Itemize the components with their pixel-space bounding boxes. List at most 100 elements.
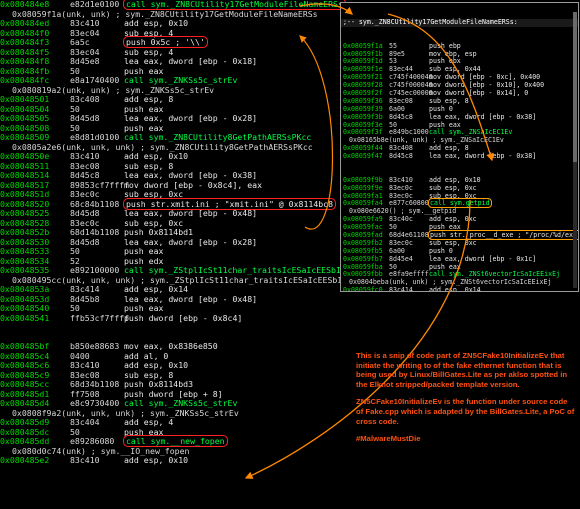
instruction-text[interactable]: sub esp, 4 [124,46,174,57]
instruction-text[interactable]: call sym._ZN8CUtility8GetPathAERSsPKcc [124,132,312,142]
instruction-address[interactable]: 0x08059f9e [343,183,383,192]
instruction-address[interactable]: 0x08059f9b [343,175,383,184]
instruction-text[interactable]: add esp, 0x10 [124,151,189,161]
xref-comment[interactable]: 0x0808f9a2(unk, unk, unk) ; sym._ZNKSs5c… [12,407,239,418]
popup-scrollbar[interactable] [573,12,577,288]
instruction-address[interactable]: 0x08048525 [0,208,50,218]
instruction-address[interactable]: 0x080484f8 [0,56,50,66]
highlighted-instruction[interactable]: push str._proc__d_exe ; "/proc/%d/exe" [428,230,578,240]
instruction-text[interactable]: push eax [124,122,164,133]
xref-comment[interactable]: 0x080e6620() ; sym.__getpid [349,207,457,216]
instruction-address[interactable]: 0x080484e8 [0,0,50,9]
instruction-address[interactable]: 0x080485e2 [0,455,50,465]
instruction-address[interactable]: 0x080485c4 [0,350,50,361]
instruction-text[interactable]: call sym._ZNKSs5c_strEv [124,75,238,85]
instruction-address[interactable]: 0x08059fa1 [343,191,383,200]
xref-comment[interactable]: 0x0804beba(unk, unk) ; sym._ZNSt6vectorI… [349,278,552,287]
instruction-text[interactable]: sub esp, 0xc [429,191,477,200]
instruction-address[interactable]: 0x08048509 [0,132,50,142]
instruction-address[interactable]: 0x080484f0 [0,27,50,38]
xref-comment[interactable]: 0x08165b8e(unk, unk) ; sym._ZNSaIcEC1Ev [349,136,504,145]
instruction-address[interactable]: 0x08048541 [0,312,50,323]
highlighted-instruction[interactable]: push 0x5c ; '\\' [123,36,208,48]
instruction-text[interactable]: add esp, 0x10 [124,18,189,28]
instruction-address[interactable]: 0x08048540 [0,303,50,313]
instruction-address[interactable]: 0x0804853d [0,293,50,304]
instruction-address[interactable]: 0x0804851d [0,189,50,199]
instruction-text[interactable]: lea eax, dword [ebp - 0x38] [124,170,258,180]
instruction-address[interactable]: 0x08048530 [0,236,50,247]
instruction-text[interactable]: sub esp, 0xc [429,238,477,247]
instruction-address[interactable]: 0x080485cc [0,379,50,389]
instruction-address[interactable]: 0x080485bf [0,341,50,351]
instruction-text[interactable]: sub esp, 4 [124,27,174,38]
instruction-text[interactable]: push eax [124,303,164,313]
instruction-text[interactable]: push ebx [429,57,461,66]
instruction-address[interactable]: 0x0804853a [0,284,50,294]
instruction-text[interactable]: mov dword [ebp - 0x14], 0 [429,88,529,97]
instruction-address[interactable]: 0x08059f2f [343,88,383,97]
instruction-address[interactable]: 0x08048517 [0,179,50,190]
instruction-address[interactable]: 0x08059f1b [343,49,383,58]
instruction-address[interactable]: 0x08048508 [0,122,50,133]
instruction-text[interactable]: mov dword [ebp - 0xc], 0x400 [429,73,541,82]
instruction-address[interactable]: 0x08059f3e [343,120,383,129]
instruction-text[interactable]: add esp, 0x14 [124,284,189,294]
instruction-text[interactable]: sub esp, 0xc [429,183,477,192]
instruction-text[interactable]: push dword [ebp + 8] [124,388,223,399]
instruction-text[interactable]: add al, 0 [124,350,169,361]
instruction-address[interactable]: 0x08048520 [0,198,50,209]
instruction-text[interactable]: sub esp, 8 [124,369,174,380]
instruction-text[interactable]: add esp, 0x10 [429,175,481,184]
instruction-text[interactable]: mov eax, 0x8386e850 [124,341,218,351]
instruction-text[interactable]: push 0x8114bd1 [124,227,194,237]
instruction-address[interactable]: 0x080484fb [0,65,50,76]
instruction-text[interactable]: push eax [429,120,461,129]
instruction-text[interactable]: push eax [124,65,164,76]
instruction-text[interactable]: push eax [124,426,164,437]
instruction-address[interactable]: 0x080485d4 [0,398,50,408]
xref-comment[interactable]: 0x0805a2e6(unk, unk, unk) ; sym._ZN8CUti… [12,141,313,152]
xref-comment[interactable]: 0x08059f1a(unk, unk) ; sym._ZN8CUtility1… [12,8,318,19]
instruction-address[interactable]: 0x08059f39 [343,104,383,113]
instruction-text[interactable]: push 0x8114bd3 [124,379,194,389]
instruction-text[interactable]: lea eax, dword [ebp - 0x48] [124,208,258,218]
instruction-address[interactable]: 0x08048534 [0,255,50,266]
instruction-text[interactable]: lea eax, dword [ebp - 0x38] [429,152,537,161]
instruction-address[interactable]: 0x080484f5 [0,46,50,57]
instruction-address[interactable]: 0x08059f44 [343,144,383,153]
instruction-text[interactable]: sub esp, 0xc [124,217,184,228]
instruction-text[interactable]: lea eax, dword [ebp - 0x28] [124,113,258,123]
instruction-address[interactable]: 0x08059f47 [343,152,383,161]
instruction-text[interactable]: push eax [429,223,461,232]
instruction-text[interactable]: call sym._ZNKSs5c_strEv [124,398,238,408]
instruction-address[interactable]: 0x08048504 [0,103,50,114]
instruction-address[interactable]: 0x08048511 [0,160,50,171]
instruction-text[interactable]: add esp, 0xc [429,215,477,224]
instruction-address[interactable]: 0x08048535 [0,265,50,275]
instruction-address[interactable]: 0x08048501 [0,94,50,104]
instruction-address[interactable]: 0x08048533 [0,246,50,256]
instruction-address[interactable]: 0x0804852b [0,227,50,237]
instruction-text[interactable]: lea eax, dword [ebp - 0x18] [124,56,258,66]
popup-scrollbar-thumb[interactable] [573,12,577,162]
instruction-address[interactable]: 0x08059f3f [343,128,383,137]
xref-comment[interactable]: 0x080819a2(unk, unk) ; sym._ZNKSs5c_strE… [12,84,215,95]
instruction-text[interactable]: lea eax, dword [ebp - 0x48] [124,293,258,304]
instruction-address[interactable]: 0x080485d9 [0,417,50,427]
instruction-text[interactable]: add esp, 4 [124,417,174,427]
instruction-address[interactable]: 0x08059f36 [343,96,383,105]
instruction-address[interactable]: 0x080485c9 [0,369,50,380]
highlighted-instruction[interactable]: push str.xmit.ini ; "xmit.ini" @ 0x8114b… [122,197,337,210]
instruction-text[interactable]: add esp, 0x10 [124,455,189,465]
instruction-text[interactable]: add esp, 0x14 [429,286,481,292]
instruction-address[interactable]: 0x08059f1a [343,41,383,50]
instruction-address[interactable]: 0x08048505 [0,113,50,123]
instruction-address[interactable]: 0x080485d1 [0,388,50,399]
xref-comment[interactable]: 0x080d0c74(unk) ; sym.__IO_new_fopen [12,445,190,456]
instruction-address[interactable]: 0x08059f1d [343,57,383,66]
instruction-address[interactable]: 0x08059f21 [343,73,383,82]
instruction-text[interactable]: sub esp, 8 [124,160,174,171]
instruction-text[interactable]: push 0 [429,246,453,255]
instruction-text[interactable]: mov ebp, esp [429,49,477,58]
